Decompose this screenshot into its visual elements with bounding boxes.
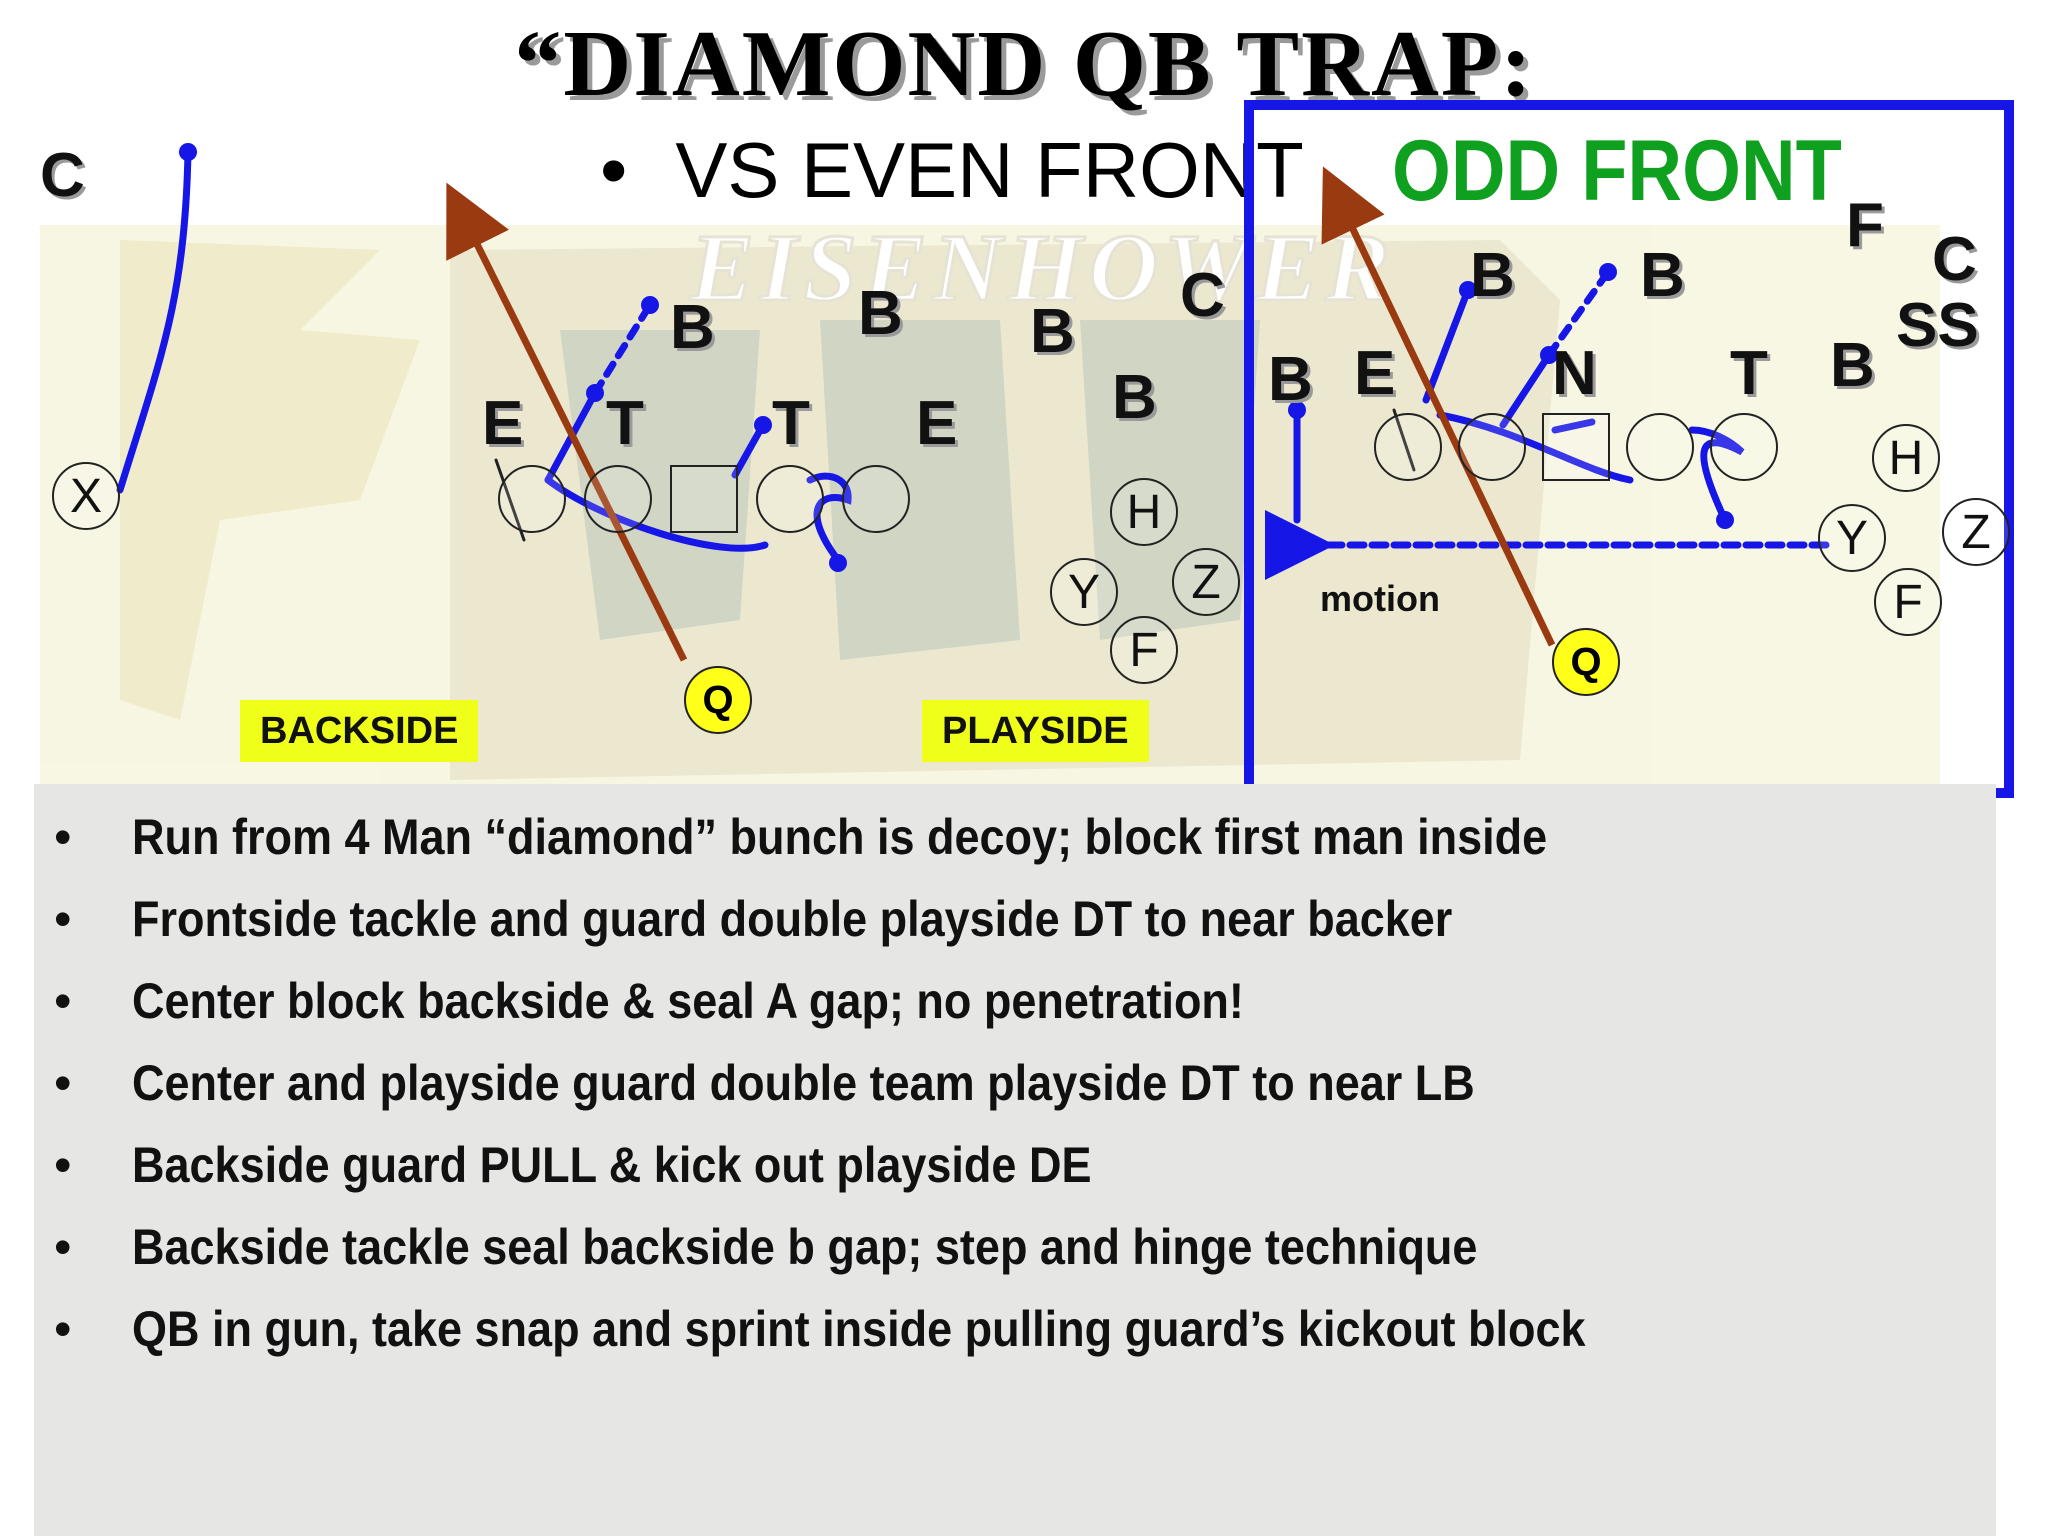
subtitle-bullet: • (600, 126, 628, 214)
even-left-guard (584, 465, 652, 533)
coaching-notes: •Run from 4 Man “diamond” bunch is decoy… (34, 784, 1996, 1536)
defender-e-left: E (482, 389, 524, 458)
subtitle: • VS EVEN FRONT (600, 125, 1304, 216)
notes-list: •Run from 4 Man “diamond” bunch is decoy… (34, 784, 1996, 1382)
odd-defender-b2: B (1640, 241, 1685, 310)
play-diagram-field: EISENHOWER (40, 143, 1940, 785)
defender-c-right: C (1180, 261, 1225, 330)
odd-defender-b3: B (1268, 345, 1313, 414)
note-item: •Center and playside guard double team p… (54, 1055, 1475, 1111)
defender-t-left: T (606, 389, 644, 458)
odd-down-block (1551, 418, 1596, 434)
even-center (670, 465, 738, 533)
defender-t-right: T (772, 389, 810, 458)
receiver-z: Z (1172, 548, 1240, 616)
odd-defender-t: T (1730, 339, 1768, 408)
odd-defender-n: N (1552, 339, 1597, 408)
odd-receiver-y: Y (1818, 504, 1886, 572)
note-item: •Backside guard PULL & kick out playside… (54, 1137, 1092, 1193)
logo-watermark: EISENHOWER (40, 213, 1940, 785)
backside-tag: BACKSIDE (240, 700, 479, 762)
center-pull-route (544, 476, 769, 552)
motion-label: motion (1320, 578, 1440, 619)
defender-b4: B (1112, 363, 1157, 432)
odd-defender-e: E (1354, 339, 1396, 408)
logo-text: EISENHOWER (689, 214, 1396, 321)
even-left-tackle (498, 465, 566, 533)
odd-defender-b4: B (1830, 331, 1875, 400)
guard-block (731, 421, 767, 479)
defender-c-left: C (40, 141, 85, 210)
odd-right-tackle (1710, 413, 1778, 481)
play-title: “DIAMOND QB TRAP: (514, 12, 1534, 116)
odd-tackle-release (1422, 286, 1472, 404)
odd-qb-path (1321, 166, 1556, 647)
x-route-end (179, 143, 197, 161)
receiver-y: Y (1050, 558, 1118, 626)
note-item: •Run from 4 Man “diamond” bunch is decoy… (54, 809, 1548, 865)
subtitle-text: VS EVEN FRONT (675, 126, 1304, 214)
note-item: •Frontside tackle and guard double plays… (54, 891, 1453, 947)
defender-b1: B (670, 293, 715, 362)
note-item: •Center block backside & seal A gap; no … (54, 973, 1244, 1029)
note-item: •QB in gun, take snap and sprint inside … (54, 1301, 1586, 1357)
odd-defender-c: C (1932, 225, 1977, 294)
receiver-x: X (52, 462, 120, 530)
even-right-tackle (842, 465, 910, 533)
odd-qb: Q (1552, 628, 1620, 696)
even-right-guard (756, 465, 824, 533)
backer-dotted (591, 301, 654, 397)
odd-defender-b1: B (1470, 241, 1515, 310)
odd-receiver-f: F (1874, 568, 1942, 636)
odd-defender-ss: SS (1896, 291, 1979, 360)
note-item: •Backside tackle seal backside b gap; st… (54, 1219, 1478, 1275)
even-qb: Q (684, 666, 752, 734)
defender-b2: B (858, 279, 903, 348)
defender-e-right: E (916, 389, 958, 458)
x-route (116, 148, 192, 494)
odd-defender-f: F (1846, 191, 1884, 260)
odd-receiver-z: Z (1942, 498, 2010, 566)
odd-receiver-h: H (1872, 424, 1940, 492)
odd-dotted-backer (1545, 268, 1612, 359)
odd-front-title: ODD FRONT (1392, 123, 1842, 219)
receiver-h: H (1110, 478, 1178, 546)
odd-guard-block (1499, 351, 1553, 429)
even-qb-path (446, 182, 688, 662)
odd-left-guard (1458, 413, 1526, 481)
odd-left-tackle (1374, 413, 1442, 481)
odd-center (1542, 413, 1610, 481)
playside-tag: PLAYSIDE (922, 700, 1149, 762)
receiver-f: F (1110, 616, 1178, 684)
odd-right-guard (1626, 413, 1694, 481)
defender-b3: B (1030, 297, 1075, 366)
